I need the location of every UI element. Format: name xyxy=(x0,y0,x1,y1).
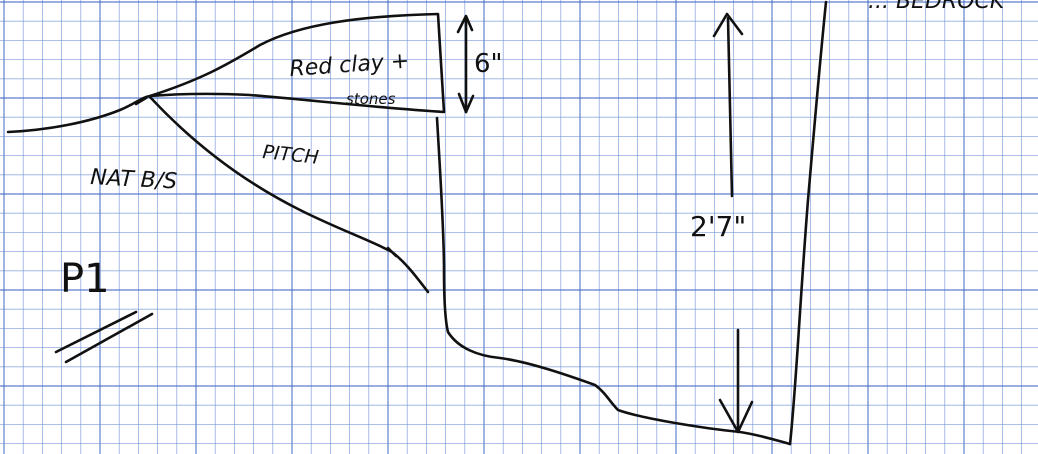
fill-wedge-outline xyxy=(148,12,446,114)
natural-ground-label: NAT B/S xyxy=(90,165,178,195)
depth-arrow-upper-shaft xyxy=(726,16,734,198)
underline-stroke-1 xyxy=(54,310,138,354)
height-arrow-head-bottom xyxy=(457,92,475,114)
depth-arrow-head-top xyxy=(712,12,744,38)
fill-description-line2: stones xyxy=(346,90,396,108)
depth-arrow-head-bottom xyxy=(718,398,754,434)
height-arrow-head-top xyxy=(456,14,474,34)
ground-tick xyxy=(134,96,148,106)
pit-cut-line xyxy=(148,95,430,294)
top-right-note: ... BEDROCK xyxy=(868,0,1006,14)
pit-cut-tick xyxy=(386,246,398,258)
underline-stroke-2 xyxy=(64,312,154,364)
height-dimension-label: 6" xyxy=(474,49,503,79)
section-profile xyxy=(435,116,792,446)
section-id-label: P1 xyxy=(60,256,110,302)
ground-surface-line xyxy=(6,94,152,134)
section-far-wall xyxy=(788,0,828,446)
depth-dimension-label: 2'7" xyxy=(690,210,746,243)
